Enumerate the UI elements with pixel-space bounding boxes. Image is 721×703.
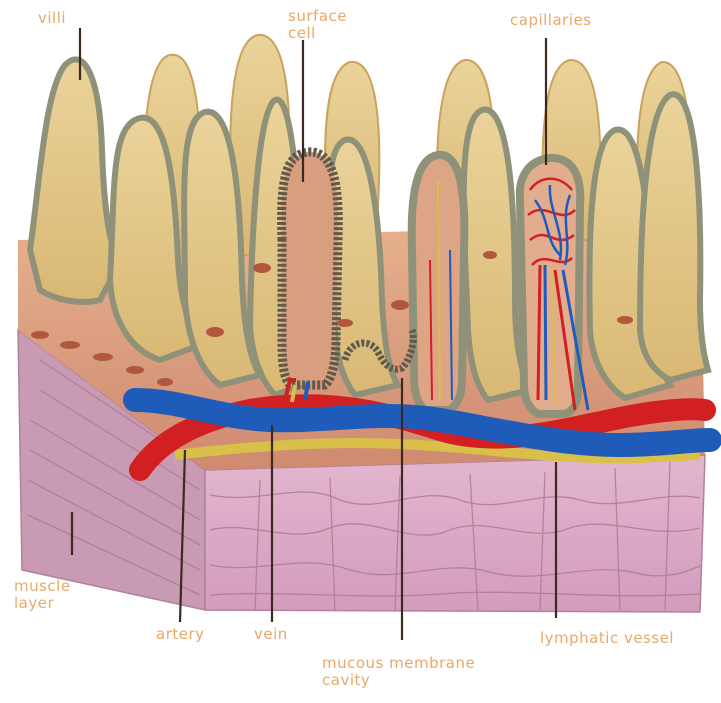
label-vein: vein — [254, 626, 288, 643]
capillary-villus — [520, 158, 588, 414]
label-capillaries: capillaries — [510, 12, 592, 29]
label-villi: villi — [38, 10, 66, 27]
label-mucous-membrane-cavity: mucous membrane cavity — [322, 655, 522, 689]
sectioned-villus-surface-cells — [282, 152, 339, 385]
label-lymphatic-vessel: lymphatic vessel — [540, 630, 674, 647]
label-muscle-layer: muscle layer — [14, 578, 104, 612]
sectioned-villus-middle — [412, 155, 465, 410]
label-surface-cell: surface cell — [288, 8, 368, 42]
label-artery: artery — [156, 626, 205, 643]
